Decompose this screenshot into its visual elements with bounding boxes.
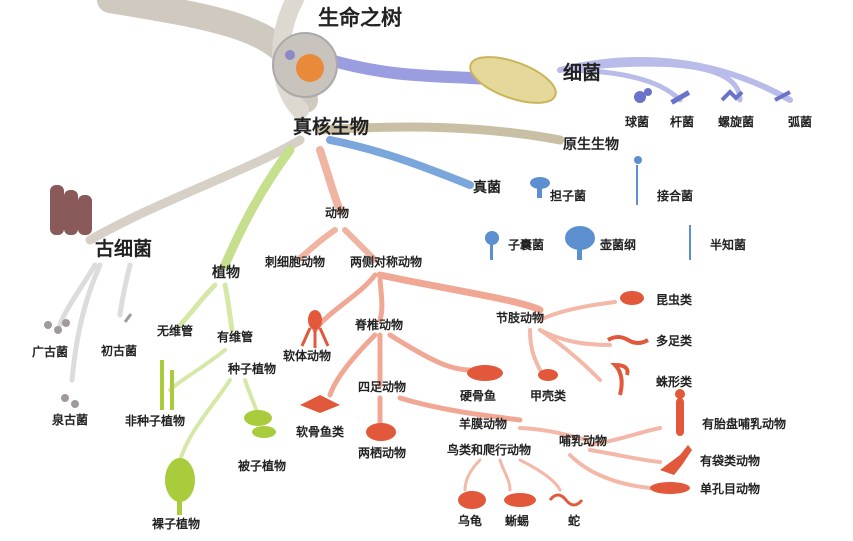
node-mammals: 哺乳动物	[559, 434, 608, 448]
node-birds-reptiles: 鸟类和爬行动物	[447, 443, 532, 457]
node-crenarchaeota: 泉古菌	[52, 413, 89, 427]
node-vascular: 有维管	[217, 330, 254, 344]
node-bony-fish: 硬骨鱼	[460, 389, 497, 403]
node-vertebrates: 脊椎动物	[355, 318, 404, 332]
node-crustaceans: 甲壳类	[530, 389, 567, 403]
node-archaea: 古细菌	[95, 238, 153, 260]
bacteria-shape-icons	[634, 88, 791, 105]
node-vibrio: 弧菌	[788, 115, 813, 129]
node-korarchaeota: 初古菌	[101, 344, 138, 358]
node-cocci: 球菌	[625, 115, 650, 129]
fungi-shape-icons	[485, 156, 691, 260]
node-nonvascular: 无维管	[157, 324, 194, 338]
node-fungi: 真菌	[473, 180, 501, 196]
animal-branch	[316, 146, 344, 214]
node-gymnosperms: 裸子植物	[152, 517, 201, 531]
node-spirilla: 螺旋菌	[718, 115, 755, 129]
node-plants: 植物	[212, 265, 240, 281]
node-turtles: 乌龟	[458, 514, 483, 528]
node-snakes: 蛇	[568, 514, 581, 528]
animal-shape-icons	[300, 291, 692, 509]
node-lizards: 蜥蜴	[505, 514, 530, 528]
node-amphibians: 两栖动物	[358, 446, 407, 460]
node-animals: 动物	[325, 206, 350, 220]
archaea-cluster-icon	[50, 185, 92, 235]
node-bacteria: 细菌	[563, 62, 602, 84]
node-angiosperms: 被子植物	[238, 459, 287, 473]
node-arthropods: 节肢动物	[496, 311, 545, 325]
node-marsupials: 有袋类动物	[700, 454, 761, 468]
node-placental-mammals: 有胎盘哺乳动物	[702, 417, 787, 431]
plant-shape-icons	[160, 360, 276, 515]
node-bilaterians: 两侧对称动物	[350, 255, 423, 269]
node-myriapods: 多足类	[656, 334, 693, 348]
plant-branch	[220, 145, 295, 270]
node-monotremes: 单孔目动物	[700, 482, 761, 496]
archaea-shape-icons	[44, 313, 133, 408]
node-seed-plants: 种子植物	[228, 362, 277, 376]
node-basidiomycetes: 担子菌	[550, 189, 587, 203]
eukaryote-cell-icon	[272, 32, 338, 98]
node-mollusks: 软体动物	[283, 349, 332, 363]
archaea-branch	[85, 135, 305, 245]
node-nonseed-plants: 非种子植物	[125, 414, 186, 428]
node-tetrapods: 四足动物	[358, 380, 407, 394]
node-zygomycetes: 接合菌	[657, 189, 694, 203]
node-protists: 原生生物	[563, 137, 619, 153]
node-chytrids: 壶菌纲	[600, 238, 637, 252]
protist-branch	[315, 122, 565, 145]
node-cartilaginous-fish: 软骨鱼类	[296, 425, 345, 439]
node-eukaryotes: 真核生物	[293, 116, 370, 138]
node-deuteromycetes: 半知菌	[710, 238, 747, 252]
node-ascomycetes: 子囊菌	[508, 238, 545, 252]
bacterium-icon	[469, 56, 557, 104]
diagram-title: 生命之树	[318, 6, 402, 30]
fungi-branch	[326, 136, 474, 189]
node-amniotes: 羊膜动物	[459, 417, 508, 431]
node-insects: 昆虫类	[656, 293, 693, 307]
node-euryarchaeota: 广古菌	[32, 345, 69, 359]
node-bacilli: 杆菌	[670, 115, 695, 129]
node-cnidarians: 刺细胞动物	[265, 255, 326, 269]
node-arachnids: 蛛形类	[656, 375, 693, 389]
